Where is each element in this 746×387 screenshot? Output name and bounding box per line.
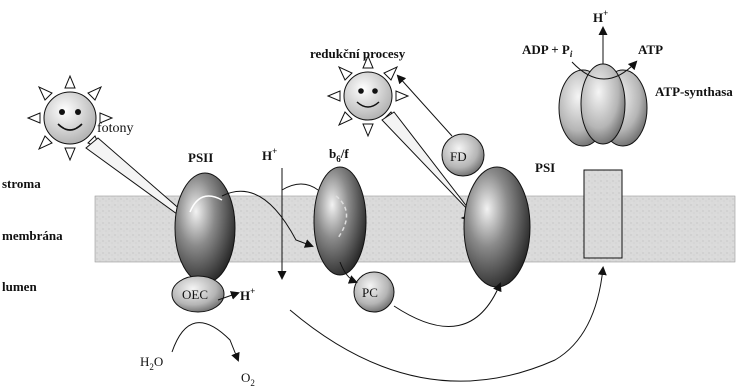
psii-complex	[175, 173, 235, 283]
label-atp: ATP	[638, 42, 663, 57]
label-membrane: membrána	[2, 228, 63, 243]
label-reduction: redukční procesy	[310, 46, 406, 61]
label-photons: fotony	[97, 121, 134, 136]
label-fd: FD	[450, 149, 467, 164]
label-psii: PSII	[188, 150, 213, 165]
label-atp-synthase: ATP-synthasa	[655, 84, 733, 99]
label-oec: OEC	[182, 287, 208, 302]
label-stroma: stroma	[2, 176, 41, 191]
label-h-plus-stroma: H+	[262, 146, 277, 163]
label-psi: PSI	[535, 160, 555, 175]
label-pc: PC	[362, 285, 378, 300]
label-h-plus-top: H+	[593, 8, 608, 25]
label-oxygen: O2	[241, 370, 255, 387]
proton-gradient-arrow	[290, 268, 603, 381]
label-b6f: b6/f	[329, 146, 349, 164]
label-lumen: lumen	[2, 279, 37, 294]
label-h-plus-lumen: H+	[240, 286, 255, 303]
electron-to-psi-arrow	[394, 284, 500, 326]
label-water: H2O	[140, 354, 163, 372]
electron-loop-arrow	[282, 184, 318, 190]
label-adp: ADP + Pi	[522, 42, 573, 59]
water-splitting-arrow	[172, 323, 238, 360]
b6f-complex	[314, 167, 366, 275]
psi-complex	[464, 167, 530, 287]
